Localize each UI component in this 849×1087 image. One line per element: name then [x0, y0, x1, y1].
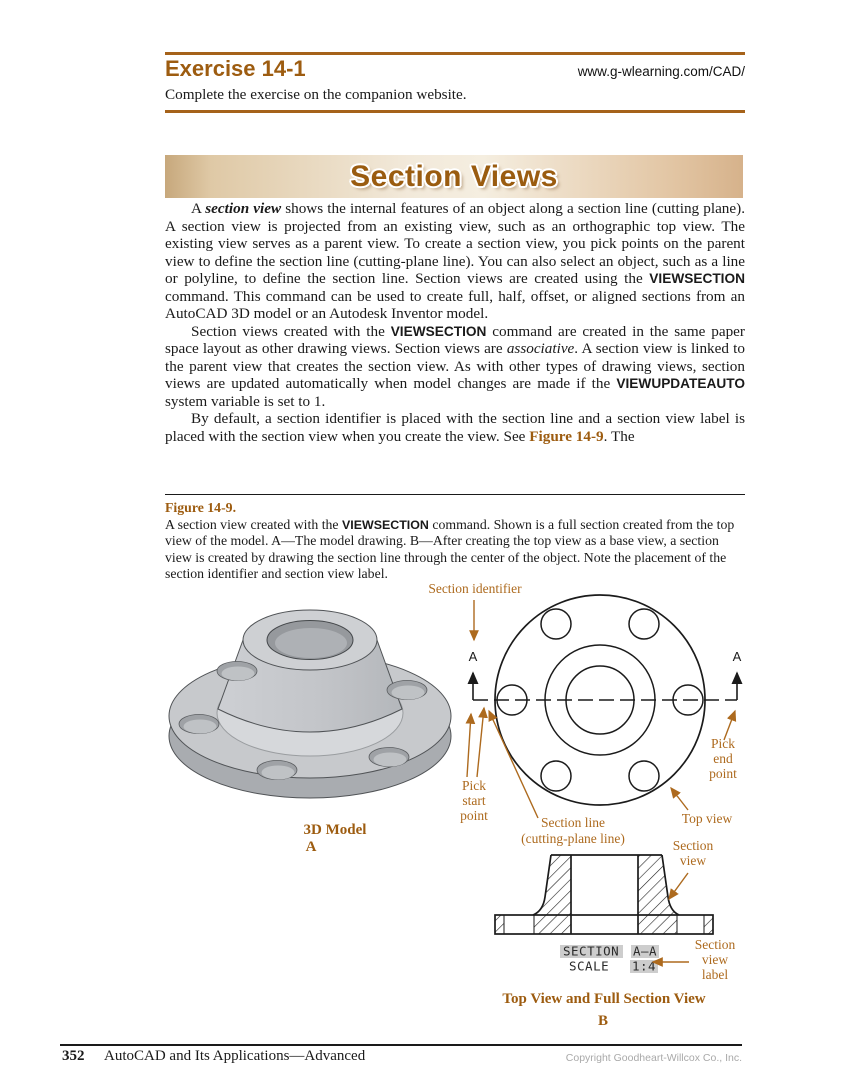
label-section-view-2: view — [680, 853, 706, 868]
label-section-view-1: Section — [673, 838, 714, 853]
label-svl-3: label — [702, 967, 728, 982]
section-line-arrow — [488, 709, 539, 819]
section-banner: Section Views — [165, 155, 743, 198]
companion-url: www.g-wlearning.com/CAD/ — [577, 64, 745, 79]
cad-scale-word: SCALE — [569, 959, 609, 974]
label-pick-start-3: point — [460, 808, 488, 823]
exercise-instruction: Complete the exercise on the companion w… — [165, 86, 467, 103]
label-pick-start-1: Pick — [462, 778, 486, 793]
page-number: 352 — [62, 1048, 85, 1064]
exercise-rule-top — [165, 52, 745, 55]
model-letter: A — [306, 839, 317, 855]
bore-inner-wall — [275, 628, 347, 658]
label-pick-start-2: start — [462, 793, 485, 808]
label-svl-2: view — [702, 952, 728, 967]
label-top-view: Top view — [682, 811, 733, 826]
top-view-arrow — [670, 786, 689, 811]
copyright-notice: Copyright Goodheart-Willcox Co., Inc. — [565, 1052, 742, 1064]
body-text: A section view shows the internal featur… — [165, 200, 745, 445]
section-view-label-text: SECTION A–A SCALE 1:4 — [560, 944, 659, 974]
section-caption: Top View and Full Section View — [502, 991, 705, 1007]
section-banner-title: Section Views — [350, 159, 558, 193]
label-pick-end-2: end — [713, 751, 733, 766]
paragraph-1: A section view shows the internal featur… — [165, 200, 745, 322]
book-title: AutoCAD and Its Applications—Advanced — [104, 1048, 366, 1064]
annotation-arrows — [465, 600, 737, 967]
model-caption: 3D Model — [304, 822, 367, 838]
figure-number: Figure 14-9. — [165, 500, 237, 515]
bolt-holes-3d — [178, 661, 428, 780]
section-letter: B — [598, 1013, 608, 1029]
3d-model-image: 3D Model A — [168, 609, 452, 855]
pick-start-arrow-1 — [465, 712, 476, 778]
label-section-identifier: Section identifier — [428, 583, 522, 596]
section-letter-left: A — [469, 649, 478, 664]
exercise-title: Exercise 14-1 — [165, 56, 306, 81]
footer-rule — [60, 1044, 742, 1046]
cad-scale-value: 1:4 — [632, 959, 656, 974]
cad-section-word: SECTION — [563, 944, 619, 959]
top-view-drawing — [467, 594, 743, 806]
section-view-arrow — [668, 872, 689, 901]
label-pick-end-3: point — [709, 766, 737, 781]
pick-start-arrow-2 — [476, 706, 488, 778]
paragraph-3: By default, a section identifier is plac… — [165, 410, 745, 445]
figure-drawing: 3D Model A A A — [168, 583, 743, 1029]
annotation-labels: Section identifier Pick start point Sect… — [428, 583, 737, 982]
label-section-line-1: Section line — [541, 815, 605, 830]
label-svl-1: Section — [695, 937, 736, 952]
label-pick-end-1: Pick — [711, 736, 735, 751]
label-section-line-2: (cutting-plane line) — [521, 831, 625, 846]
cad-section-ref: A–A — [633, 944, 657, 959]
pick-end-arrow — [723, 709, 737, 741]
section-outline — [494, 854, 714, 935]
section-view-drawing: SECTION A–A SCALE 1:4 Top View and Full … — [494, 854, 714, 1029]
exercise-rule-bottom — [165, 110, 745, 113]
figure-caption-text: A section view created with the VIEWSECT… — [165, 516, 735, 582]
section-letter-right: A — [733, 649, 742, 664]
figure-caption: Figure 14-9. A section view created with… — [165, 494, 745, 583]
paragraph-2: Section views created with the VIEWSECTI… — [165, 322, 745, 410]
